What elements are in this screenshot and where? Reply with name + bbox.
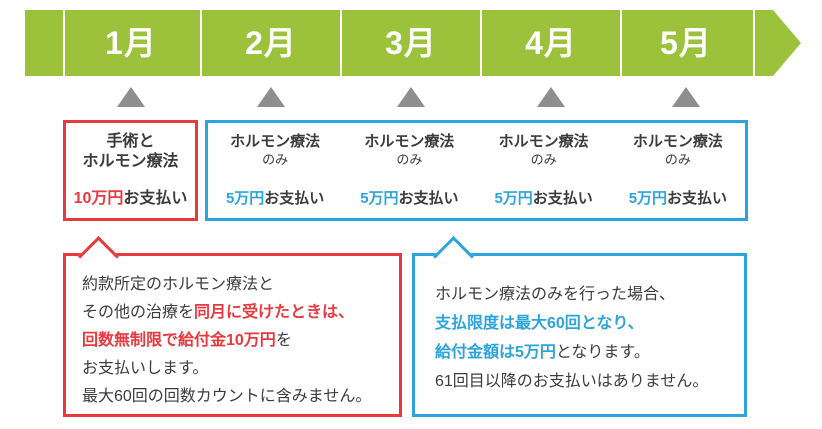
note-line: お支払いします。 bbox=[82, 360, 209, 377]
column-amount-suffix: お支払い bbox=[532, 190, 593, 207]
month-label-april: 4月 bbox=[525, 25, 577, 62]
column-title: ホルモン療法 bbox=[364, 133, 455, 150]
column-subtitle: のみ bbox=[530, 152, 557, 167]
timeline-arrow-icon bbox=[773, 10, 801, 76]
column-amount: 5万円 bbox=[225, 190, 265, 207]
column-amount-line: 5万円お支払い bbox=[494, 187, 592, 208]
month-divider bbox=[340, 10, 342, 76]
month-label-may: 5月 bbox=[660, 25, 712, 62]
column-title: ホルモン療法 bbox=[632, 133, 723, 150]
payment-column-march: ホルモン療法 のみ 5万円お支払い bbox=[342, 123, 476, 218]
payment-column-april: ホルモン療法 のみ 5万円お支払い bbox=[477, 123, 611, 218]
payment-column-february: ホルモン療法 のみ 5万円お支払い bbox=[208, 123, 342, 218]
surgery-note-callout: 約款所定のホルモン療法と その他の治療を同月に受けたときは、 回数無制限で給付金… bbox=[63, 235, 402, 417]
surgery-box-amount-line: 10万円お支払い bbox=[74, 184, 188, 208]
column-amount-suffix: お支払い bbox=[398, 190, 459, 207]
payment-column-may: ホルモン療法 のみ 5万円お支払い bbox=[611, 123, 745, 218]
note-line: 給付金額は5万円となります。 bbox=[435, 344, 650, 361]
note-line: 約款所定のホルモン療法と bbox=[82, 276, 275, 293]
column-amount-suffix: お支払い bbox=[264, 190, 325, 207]
surgery-note-body: 約款所定のホルモン療法と その他の治療を同月に受けたときは、 回数無制限で給付金… bbox=[66, 256, 399, 411]
month-divider bbox=[200, 10, 202, 76]
surgery-box-title-line1: 手術と bbox=[106, 133, 155, 150]
column-amount: 5万円 bbox=[494, 190, 533, 207]
hormone-note-callout: ホルモン療法のみを行った場合、 支払限度は最大60回となり、 給付金額は5万円と… bbox=[412, 235, 747, 417]
month-divider bbox=[620, 10, 622, 76]
note-line: ホルモン療法のみを行った場合、 bbox=[435, 286, 676, 303]
note-line: 最大60回の回数カウントに含みません。 bbox=[82, 388, 372, 405]
surgery-amount: 10万円 bbox=[73, 190, 124, 207]
column-amount: 5万円 bbox=[360, 190, 399, 207]
marker-triangle-icon bbox=[397, 87, 425, 107]
month-label-january: 1月 bbox=[105, 25, 157, 62]
column-title: ホルモン療法 bbox=[498, 133, 589, 150]
marker-triangle-icon bbox=[257, 87, 285, 107]
surgery-box-title-line2: ホルモン療法 bbox=[82, 153, 179, 170]
hormone-payment-box: ホルモン療法 のみ 5万円お支払い ホルモン療法 のみ 5万円お支払い ホルモン… bbox=[205, 120, 748, 221]
column-amount-line: 5万円お支払い bbox=[360, 187, 458, 208]
month-divider bbox=[63, 10, 65, 76]
note-line: その他の治療を同月に受けたときは、 bbox=[82, 304, 355, 321]
column-amount-line: 5万円お支払い bbox=[226, 187, 324, 208]
note-line: 回数無制限で給付金10万円を bbox=[82, 332, 292, 349]
marker-triangle-icon bbox=[672, 87, 700, 107]
marker-triangle-icon bbox=[537, 87, 565, 107]
column-subtitle: のみ bbox=[664, 152, 691, 167]
month-divider bbox=[480, 10, 482, 76]
column-subtitle: のみ bbox=[262, 152, 289, 167]
column-title: ホルモン療法 bbox=[230, 133, 321, 150]
marker-triangle-icon bbox=[117, 87, 145, 107]
column-amount-suffix: お支払い bbox=[667, 190, 728, 207]
note-line: 支払限度は最大60回となり、 bbox=[435, 315, 644, 332]
hormone-note-body: ホルモン療法のみを行った場合、 支払限度は最大60回となり、 給付金額は5万円と… bbox=[415, 256, 744, 396]
month-divider bbox=[753, 10, 755, 76]
column-subtitle: のみ bbox=[396, 152, 423, 167]
column-amount-line: 5万円お支払い bbox=[629, 187, 727, 208]
month-label-february: 2月 bbox=[245, 25, 297, 62]
note-line: 61回目以降のお支払いはありません。 bbox=[435, 373, 709, 390]
month-label-march: 3月 bbox=[385, 25, 437, 62]
surgery-amount-suffix: お支払い bbox=[123, 190, 188, 207]
surgery-payment-box: 手術と ホルモン療法 10万円お支払い bbox=[63, 120, 198, 221]
column-amount: 5万円 bbox=[628, 190, 668, 207]
timeline-banner: 1月 2月 3月 4月 5月 bbox=[25, 10, 801, 76]
